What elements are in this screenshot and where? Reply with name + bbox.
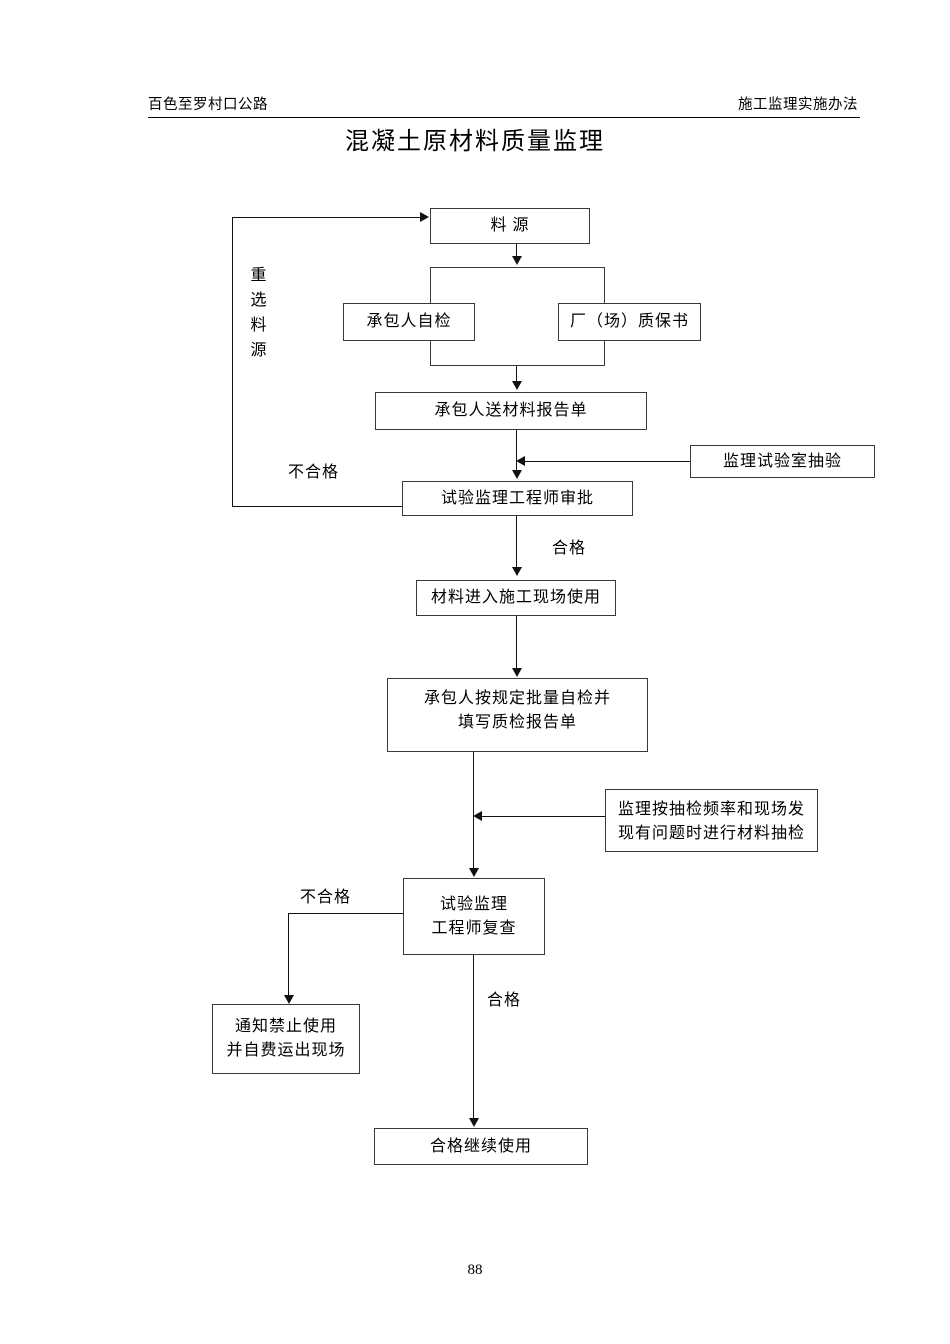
node-engineer-approve: 试验监理工程师审批 xyxy=(402,481,633,516)
node-engineer-recheck: 试验监理 工程师复查 xyxy=(403,878,545,955)
node-continue-use: 合格继续使用 xyxy=(374,1128,588,1165)
page-title: 混凝土原材料质量监理 xyxy=(345,129,605,155)
arrowhead-enter-to-batch xyxy=(512,668,522,677)
arrowhead-source-to-split xyxy=(512,256,522,265)
page-header: 百色至罗村口公路 施工监理实施办法 xyxy=(148,96,858,118)
node-batch-self-check: 承包人按规定批量自检并 填写质检报告单 xyxy=(387,678,648,752)
edge-approve-to-enter xyxy=(516,516,517,572)
edge-enter-to-batch xyxy=(516,616,517,672)
edge-recheck-fail-h xyxy=(288,913,403,914)
node-monitor-sampling: 监理按抽检频率和现场发 现有问题时进行材料抽检 xyxy=(605,789,818,852)
header-left-text: 百色至罗村口公路 xyxy=(148,97,268,113)
page-number: 88 xyxy=(467,1262,483,1278)
edge-source-to-split xyxy=(516,244,517,258)
arrowhead-approve-to-enter xyxy=(512,567,522,576)
edge-label-reselect-source: 重 选 料 源 xyxy=(250,267,268,359)
header-divider xyxy=(148,117,860,118)
arrowhead-report-to-approve xyxy=(512,470,522,479)
edge-label-recheck-pass: 合格 xyxy=(487,992,522,1009)
edge-approve-fail-to-reselect xyxy=(232,506,404,507)
arrowhead-recheck-fail xyxy=(284,995,294,1004)
edge-label-approve-pass: 合格 xyxy=(552,540,587,557)
node-self-check: 承包人自检 xyxy=(343,303,475,341)
node-lab-sampling: 监理试验室抽验 xyxy=(690,445,875,478)
arrowhead-recheck-pass xyxy=(469,1118,479,1127)
edge-reselect-vertical xyxy=(232,217,233,507)
edge-recheck-fail-v xyxy=(288,913,289,999)
arrowhead-to-source xyxy=(420,212,429,222)
edge-split-to-report xyxy=(516,366,517,382)
edge-monitor-to-recheck xyxy=(481,816,605,817)
node-factory-cert: 厂（场）质保书 xyxy=(558,303,701,341)
arrowhead-monitor-to-recheck xyxy=(473,811,482,821)
node-forbid-use: 通知禁止使用 并自费运出现场 xyxy=(212,1004,360,1074)
arrowhead-batch-to-recheck xyxy=(469,868,479,877)
header-right-text: 施工监理实施办法 xyxy=(738,97,858,113)
edge-label-recheck-fail: 不合格 xyxy=(300,889,352,906)
node-report-submit: 承包人送材料报告单 xyxy=(375,392,647,430)
arrowhead-split-to-report xyxy=(512,381,522,390)
node-source: 料 源 xyxy=(430,208,590,244)
edge-report-to-approve xyxy=(516,430,517,476)
edge-lab-to-approve xyxy=(524,461,690,462)
edge-reselect-to-source xyxy=(232,217,422,218)
node-material-enter: 材料进入施工现场使用 xyxy=(416,580,616,616)
arrowhead-lab-to-approve xyxy=(516,456,525,466)
edge-label-approve-fail: 不合格 xyxy=(288,464,340,481)
edge-recheck-pass xyxy=(473,955,474,1123)
